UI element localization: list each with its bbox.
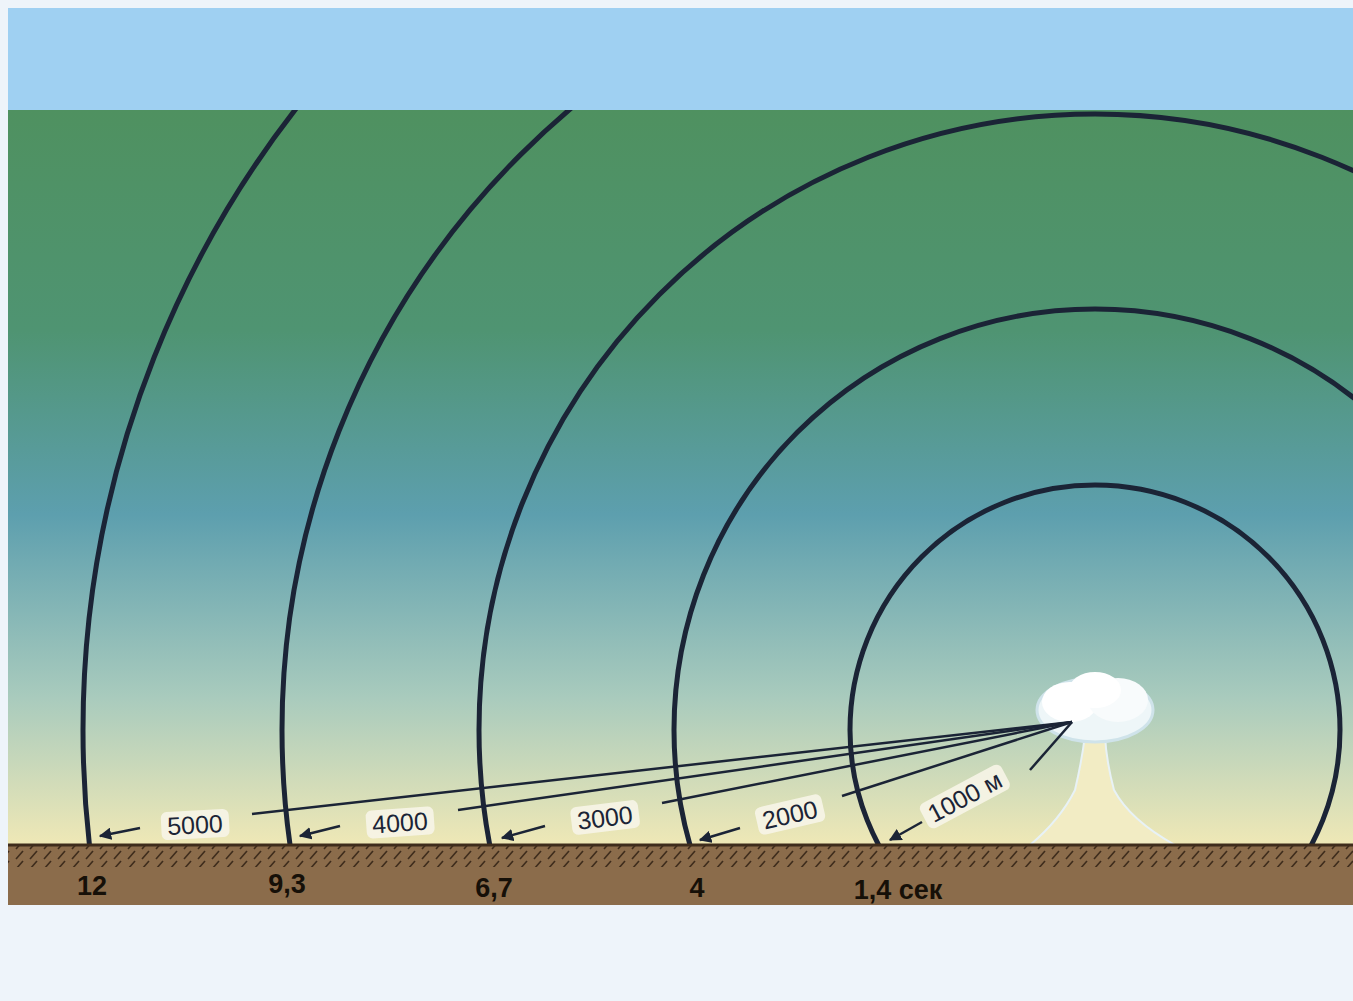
shock-fronts — [83, 110, 1353, 845]
distance-label-wrap: 1000 м — [918, 763, 1013, 832]
sky-band — [8, 8, 1353, 110]
ground-hatching — [8, 845, 1353, 867]
time-label-wrap: 6,7 — [475, 873, 513, 904]
time-label: 6,7 — [475, 873, 513, 903]
distance-label-wrap: 3000 — [570, 799, 641, 836]
distance-label: 4000 — [365, 806, 434, 839]
time-label: 1,4 сек — [854, 875, 943, 905]
time-label: 12 — [77, 871, 107, 901]
time-label-wrap: 1,4 сек — [854, 875, 943, 906]
time-label: 4 — [689, 873, 704, 903]
distance-label: 2000 — [754, 793, 826, 835]
distance-label: 3000 — [570, 799, 641, 835]
distance-label-wrap: 5000 — [160, 809, 229, 841]
time-label: 9,3 — [268, 869, 306, 899]
ground — [8, 845, 1353, 905]
time-label-wrap: 9,3 — [268, 869, 306, 900]
distance-label: 5000 — [160, 809, 229, 841]
air-ground — [8, 110, 1353, 845]
distance-label-wrap: 4000 — [365, 806, 434, 840]
mushroom-cloud — [1030, 672, 1175, 845]
time-label-wrap: 12 — [77, 871, 107, 902]
distance-label-wrap: 2000 — [754, 793, 826, 836]
ground-line — [8, 844, 1353, 847]
time-label-wrap: 4 — [689, 873, 704, 904]
distance-label: 1000 м — [918, 763, 1012, 831]
